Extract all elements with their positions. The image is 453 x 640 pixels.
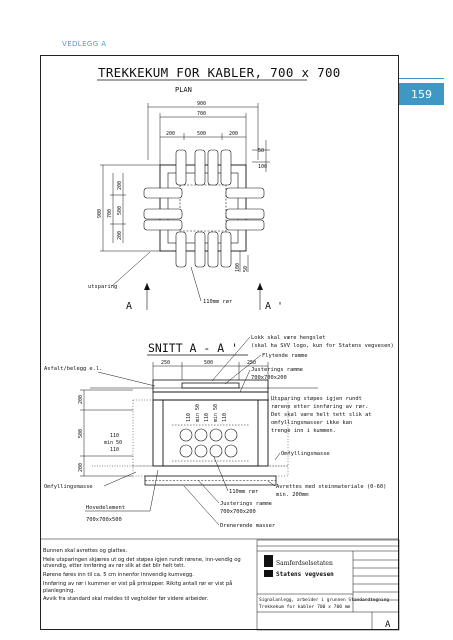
section-marker-right: A '	[265, 301, 283, 312]
sec-dim-250a: 250	[161, 360, 170, 366]
sec-dim-cmin50a: min 50	[195, 404, 201, 422]
label-avrettes: Avrettes med steinmateriale (0-60)	[276, 484, 386, 490]
dim-500-mid: 500	[197, 131, 206, 137]
label-utsparing-note-4: omfyllingsmasser ikke kan	[271, 420, 352, 426]
drawing-title: TREKKEKUM FOR KABLER, 700 x 700	[98, 65, 341, 80]
utsparing-label: utsparing	[88, 284, 117, 290]
note-3: Rørene føres inn til ca. 5 cm innenfor i…	[43, 572, 194, 579]
label-min200: min. 200mm	[276, 492, 308, 498]
label-utsparing-note-2: rørene etter innføring av rør.	[271, 404, 368, 410]
dim-50: 50	[258, 148, 264, 154]
sec-dim-v200: 200	[78, 395, 84, 404]
label-omfylling-right: Omfyllingsmasse	[281, 451, 330, 457]
sec-dim-r110a: 110	[110, 433, 119, 439]
dim-700-top: 700	[197, 111, 206, 117]
sec-dim-v200b: 200	[78, 463, 84, 472]
dim-100: 100	[258, 164, 267, 170]
label-utsparing-note-5: trenge inn i kummen.	[271, 428, 336, 434]
sec-dim-r110b: 110	[110, 447, 119, 453]
plan-label: PLAN	[175, 86, 192, 94]
dim-200-left-bottom: 200	[117, 231, 123, 240]
sec-dim-250b: 250	[247, 360, 256, 366]
title-block-org: Samferdselsetaten	[276, 560, 333, 567]
sec-dim-c110a: 110	[186, 413, 192, 422]
label-justering1-dim: 700x700x200	[251, 375, 287, 381]
label-svv-logo: (skal ha SVV logo, kun for Statens vegve…	[251, 343, 394, 349]
dim-200-left: 200	[166, 131, 175, 137]
note-1: Bunnen skal avrettes og glattes.	[43, 548, 128, 554]
notes-block: Bunnen skal avrettes og glattes. Hele ut…	[43, 548, 258, 605]
label-flytende: Flytende ramme	[262, 353, 307, 359]
dim-200-left-top: 200	[117, 181, 123, 190]
label-hovedelement: Hovedelement	[86, 505, 125, 511]
sec-dim-500: 500	[204, 360, 213, 366]
sec-dim-c110b: 110	[204, 413, 210, 422]
dim-700-left: 700	[107, 209, 113, 218]
label-justering1: Justerings ramme	[251, 367, 303, 373]
label-justering2: Justerings ramme	[220, 501, 272, 507]
title-block-org2: Statens vegvesen	[276, 571, 334, 578]
note-4: Innføring av rør i kummer er vist på pri…	[43, 580, 233, 594]
note-2: Hele utsparingen skjæres ut og det støpe…	[43, 556, 241, 570]
note-5: Avvik fra standard skal meldes til vegho…	[43, 596, 209, 603]
dim-50-bottom: 50	[243, 266, 249, 272]
sec-dim-c110c: 110	[222, 413, 228, 422]
ror-label-plan: 110mm rør	[203, 299, 233, 305]
label-drenerende: Drenerende masser	[220, 523, 276, 529]
appendix-label: VEDLEGG A	[62, 40, 107, 48]
page-number: 159	[399, 83, 444, 105]
title-block-name: Trekkekum for kabler 700 x 700 mm	[259, 604, 351, 610]
label-omfylling-left: Omfyllingsmasse	[44, 484, 93, 490]
sec-dim-rmin50: min 50	[104, 440, 122, 446]
dim-200-right: 200	[229, 131, 238, 137]
label-ror-section: 110mm rør	[229, 489, 259, 495]
label-hengslet: Lokk skal være hengslet	[251, 335, 326, 341]
sec-dim-v500: 500	[78, 429, 84, 438]
dim-900-top: 900	[197, 101, 206, 107]
dim-500-left: 500	[117, 206, 123, 215]
sec-dim-cmin50b: min 50	[213, 404, 219, 422]
title-block-subject: Signalanlegg, arbeider i grunnen Standar…	[259, 597, 389, 603]
label-utsparing-note-3: Det skal være helt tett slik at	[271, 412, 372, 418]
section-title: SNITT A - A '	[148, 341, 238, 355]
label-justering2-dim: 700x700x200	[220, 509, 256, 515]
dim-900-left: 900	[97, 209, 103, 218]
drawing-frame	[40, 55, 399, 630]
title-block-letter: A	[385, 620, 391, 630]
label-utsparing-note-1: Utsparing støpes igjen rundt	[271, 396, 362, 402]
dim-100-bottom: 100	[235, 263, 241, 272]
section-marker-left: A	[126, 301, 132, 312]
label-hovedelement-dim: 700x700x500	[86, 517, 122, 523]
page-number-rule	[399, 78, 444, 79]
label-asfalt: Asfalt/belegg e.l.	[44, 366, 102, 372]
